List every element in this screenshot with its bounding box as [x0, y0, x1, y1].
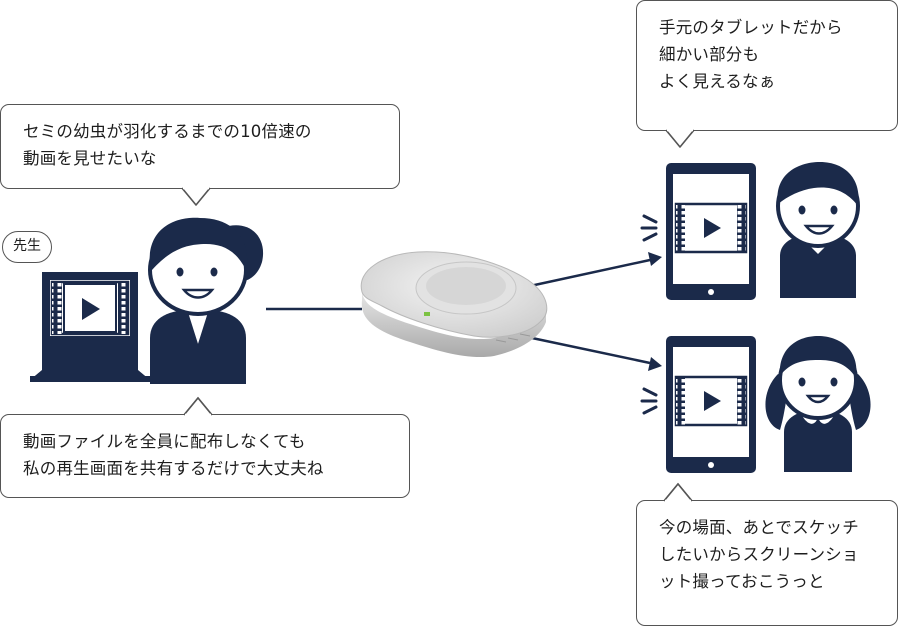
bubble-line: 今の場面、あとでスケッチ — [659, 518, 859, 537]
play-icon — [704, 391, 721, 411]
teacher-speech-bubble-top: セミの幼虫が羽化するまでの10倍速の 動画を見せたいな — [0, 104, 400, 189]
teacher-icon — [148, 217, 264, 384]
bubble-line: ット撮っておこうっと — [659, 572, 825, 591]
bubble-line: よく見えるなぁ — [659, 72, 776, 91]
bubble-line: 細かい部分も — [659, 45, 760, 64]
tablet-icon — [640, 163, 756, 300]
girl-icon — [765, 336, 871, 472]
laptop-icon — [30, 272, 150, 382]
boy-icon — [776, 162, 860, 298]
bubble-line: したいからスクリーンショ — [659, 545, 859, 564]
play-icon — [82, 298, 100, 320]
video-frame — [50, 280, 130, 336]
bubble-line: セミの幼虫が羽化するまでの10倍速の — [23, 122, 312, 141]
tablet-icon — [640, 336, 756, 473]
bubble-line: 動画を見せたいな — [23, 149, 157, 168]
receiver-device-icon — [360, 251, 548, 358]
student-speech-bubble-top: 手元のタブレットだから 細かい部分も よく見えるなぁ — [636, 0, 898, 131]
teacher-label-badge: 先生 — [2, 231, 52, 263]
student-speech-bubble-bottom: 今の場面、あとでスケッチ したいからスクリーンショ ット撮っておこうっと — [636, 500, 898, 626]
play-icon — [704, 218, 721, 238]
bubble-line: 私の再生画面を共有するだけで大丈夫ね — [23, 459, 324, 478]
teacher-speech-bubble-bottom: 動画ファイルを全員に配布しなくても 私の再生画面を共有するだけで大丈夫ね — [0, 414, 410, 498]
bubble-line: 手元のタブレットだから — [659, 18, 843, 37]
bubble-line: 動画ファイルを全員に配布しなくても — [23, 432, 306, 451]
connection-lines — [266, 252, 662, 371]
